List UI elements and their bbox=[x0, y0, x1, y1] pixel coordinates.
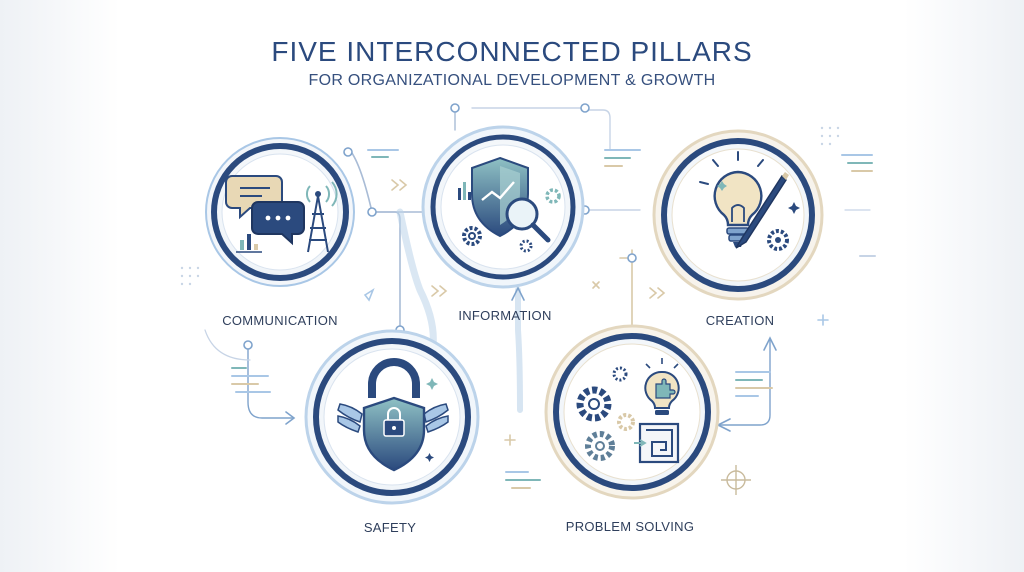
page-subtitle: FOR ORGANIZATIONAL DEVELOPMENT & GROWTH bbox=[308, 72, 716, 89]
pillar-information bbox=[421, 125, 585, 289]
lightbulb-pencil-icon bbox=[699, 151, 800, 251]
dotted-grid bbox=[180, 126, 840, 286]
shield-magnifier-gears-icon bbox=[458, 156, 561, 253]
pillar-label-creation: CREATION bbox=[705, 313, 775, 328]
pillar-label-communication: COMMUNICATION bbox=[222, 313, 338, 328]
crosshair-icon bbox=[721, 465, 751, 495]
pillar-label-information: INFORMATION bbox=[458, 308, 552, 323]
speech-bubbles-antenna-icon bbox=[225, 175, 338, 253]
decorative-marks bbox=[363, 179, 829, 446]
pillar-creation bbox=[652, 129, 824, 301]
page-title: FIVE INTERCONNECTED PILLARS bbox=[271, 36, 753, 67]
winged-shield-padlock-icon bbox=[337, 358, 449, 472]
pillar-label-safety: SAFETY bbox=[363, 520, 417, 535]
gears-puzzle-maze-icon bbox=[576, 358, 680, 464]
pillar-problem-solving bbox=[544, 324, 720, 500]
pillar-label-problem-solving: PROBLEM SOLVING bbox=[565, 519, 695, 534]
junction-dots bbox=[243, 103, 637, 350]
pillar-safety bbox=[304, 329, 480, 505]
decorative-dashes bbox=[231, 149, 876, 489]
pillar-communication bbox=[205, 137, 355, 287]
